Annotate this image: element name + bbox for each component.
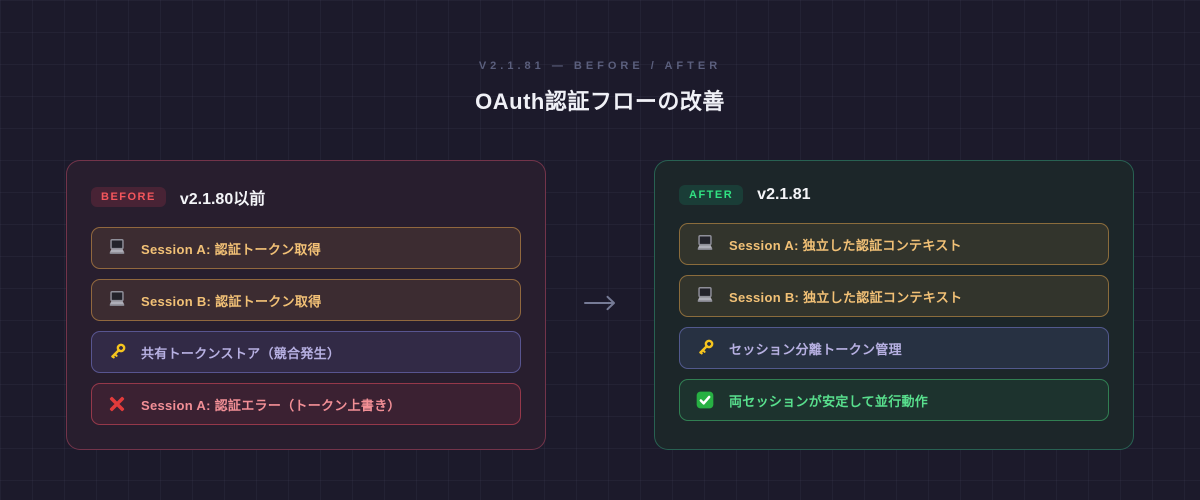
cross-icon (106, 394, 128, 414)
key-icon (106, 341, 128, 363)
after-card: AFTER v2.1.81 Session A: 独立した認証コンテキスト (654, 160, 1134, 450)
page-title: OAuth認証フローの改善 (475, 89, 725, 114)
laptop-icon (694, 233, 716, 255)
laptop-icon (106, 289, 128, 311)
before-step-session-b: Session B: 認証トークン取得 (91, 279, 521, 321)
step-label: Session A: 認証トークン取得 (141, 241, 322, 257)
before-steps: Session A: 認証トークン取得 Session B: 認証トークン取得 (91, 227, 521, 425)
after-step-token-management: セッション分離トークン管理 (679, 327, 1109, 369)
arrow-right-icon (583, 294, 617, 317)
before-to-after-arrow (546, 160, 654, 450)
after-step-session-b: Session B: 独立した認証コンテキスト (679, 275, 1109, 317)
step-label: 共有トークンストア（競合発生） (141, 345, 341, 361)
version-eyebrow: V2.1.81 — BEFORE / AFTER (478, 60, 722, 72)
before-step-session-a: Session A: 認証トークン取得 (91, 227, 521, 269)
check-icon (694, 390, 716, 410)
after-card-title: v2.1.81 (757, 186, 811, 203)
step-label: 両セッションが安定して並行動作 (729, 393, 929, 409)
laptop-icon (694, 285, 716, 307)
before-card-header: BEFORE v2.1.80以前 (91, 185, 521, 209)
after-card-header: AFTER v2.1.81 (679, 185, 1109, 205)
step-label: セッション分離トークン管理 (729, 341, 902, 357)
before-after-comparison: BEFORE v2.1.80以前 Session A: 認証トークン取得 (0, 160, 1200, 450)
step-label: Session A: 認証エラー（トークン上書き） (141, 397, 401, 413)
step-label: Session B: 認証トークン取得 (141, 293, 322, 309)
laptop-icon (106, 237, 128, 259)
before-card: BEFORE v2.1.80以前 Session A: 認証トークン取得 (66, 160, 546, 450)
after-badge: AFTER (679, 185, 744, 205)
step-label: Session B: 独立した認証コンテキスト (729, 289, 963, 305)
after-step-session-a: Session A: 独立した認証コンテキスト (679, 223, 1109, 265)
before-step-auth-error: Session A: 認証エラー（トークン上書き） (91, 383, 521, 425)
after-steps: Session A: 独立した認証コンテキスト Session B: 独立した認… (679, 223, 1109, 421)
after-step-stable-parallel: 両セッションが安定して並行動作 (679, 379, 1109, 421)
before-badge: BEFORE (91, 187, 166, 207)
before-step-shared-token-store: 共有トークンストア（競合発生） (91, 331, 521, 373)
key-icon (694, 337, 716, 359)
before-card-title: v2.1.80以前 (179, 191, 266, 208)
step-label: Session A: 独立した認証コンテキスト (729, 237, 962, 253)
page-header: V2.1.81 — BEFORE / AFTER OAuth認証フローの改善 (0, 0, 1200, 116)
